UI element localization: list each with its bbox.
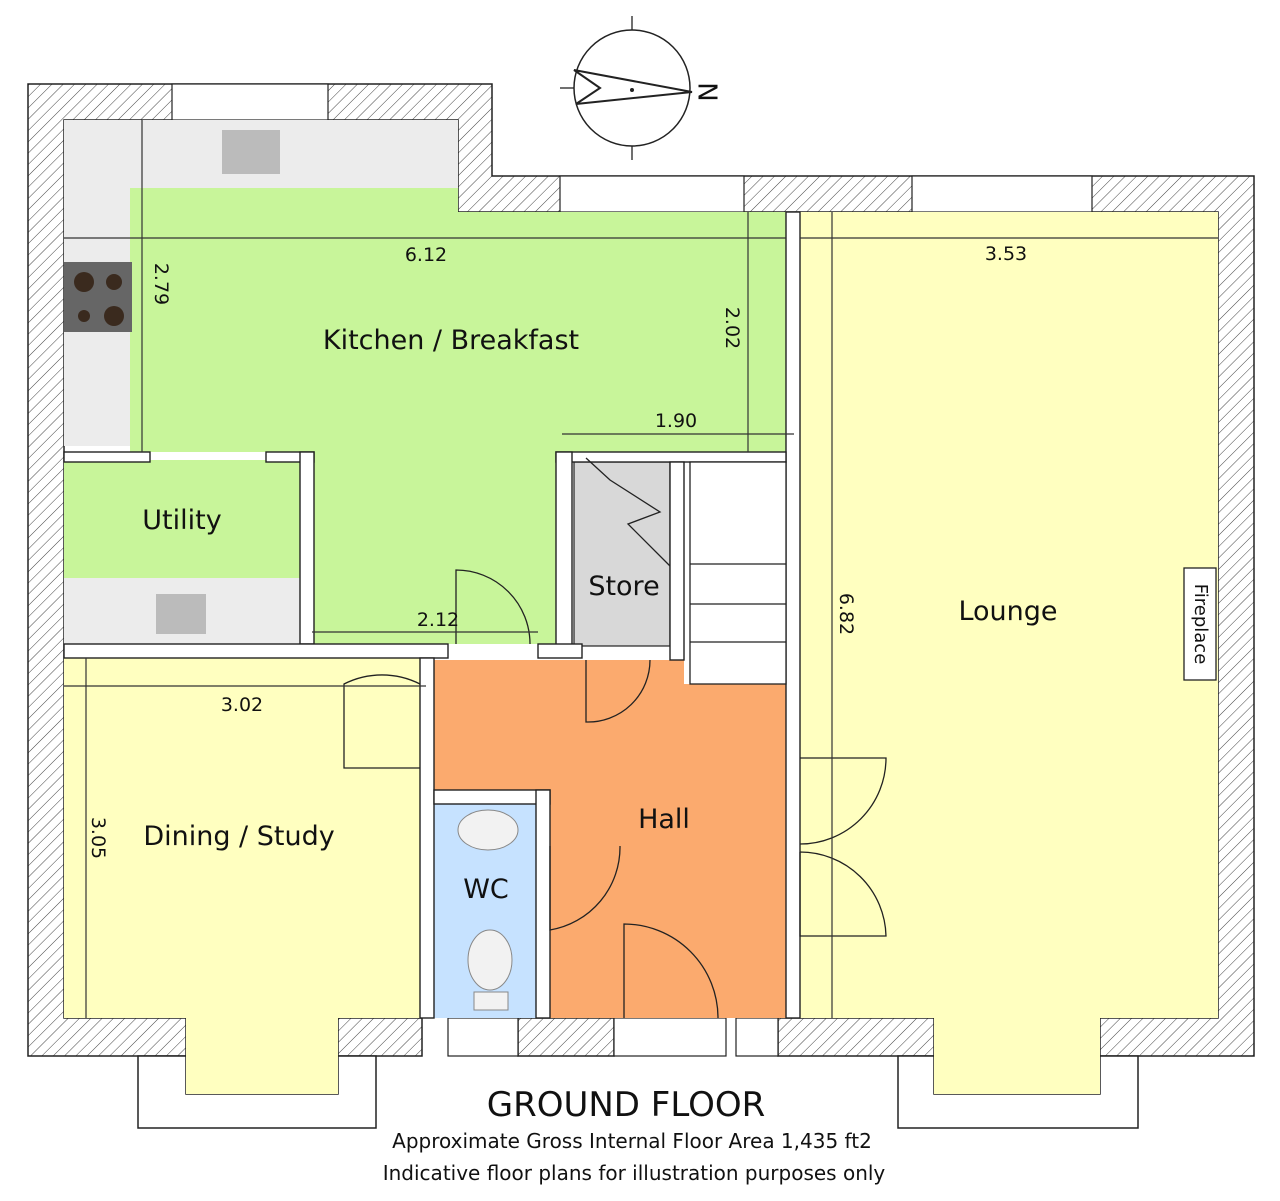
dining-bay-fill — [186, 1018, 338, 1094]
dining-area — [64, 658, 420, 1018]
dimension-lines — [64, 120, 1218, 1018]
room-labels: Kitchen / Breakfast Utility Store Lounge… — [142, 325, 1057, 905]
dim-lounge-width: 3.53 — [985, 243, 1027, 265]
dim-store-top: 1.90 — [655, 410, 697, 432]
disclaimer-text: Indicative floor plans for illustration … — [383, 1161, 886, 1185]
dimension-labels: 6.12 2.79 2.02 1.90 2.12 3.53 6.82 3.02 … — [87, 243, 1027, 859]
dim-lounge-depth: 6.82 — [835, 593, 857, 635]
dim-kitchen-depth: 2.79 — [150, 263, 172, 305]
lounge-area — [800, 212, 1218, 1018]
room-fills — [64, 120, 1218, 1094]
dim-kitchen-width: 6.12 — [405, 244, 447, 266]
dim-dining-width: 3.02 — [221, 694, 263, 716]
compass-label: N — [692, 82, 722, 101]
wc-basin-icon — [457, 809, 519, 851]
room-label-store: Store — [588, 571, 659, 602]
room-label-kitchen: Kitchen / Breakfast — [323, 325, 579, 356]
floor-area-text: Approximate Gross Internal Floor Area 1,… — [392, 1129, 872, 1153]
dim-kitchen-inner-depth: 2.02 — [721, 307, 743, 349]
interior-walls — [63, 211, 801, 1019]
room-label-wc: WC — [463, 874, 509, 905]
room-label-lounge: Lounge — [958, 596, 1057, 627]
compass-icon: N — [560, 16, 722, 160]
room-label-dining: Dining / Study — [143, 821, 334, 852]
floor-title: GROUND FLOOR — [487, 1085, 765, 1125]
footer: GROUND FLOOR Approximate Gross Internal … — [383, 1085, 886, 1185]
kitchen-area — [130, 188, 786, 644]
staircase — [585, 457, 787, 685]
fireplace: Fireplace — [1183, 567, 1217, 681]
store-area — [573, 461, 671, 647]
doors — [343, 569, 887, 1019]
lounge-bay-fill — [934, 1018, 1100, 1094]
fireplace-label: Fireplace — [1190, 584, 1211, 665]
dim-kitchen-bottom: 2.12 — [417, 609, 459, 631]
utility-area — [64, 460, 300, 578]
dim-dining-depth: 3.05 — [87, 817, 109, 859]
hall-area — [434, 660, 786, 1018]
sink-kitchen — [222, 130, 280, 174]
kitchen-worktop-top — [130, 120, 458, 188]
toilet-icon — [467, 929, 513, 991]
fixtures — [64, 130, 519, 1011]
room-label-utility: Utility — [142, 505, 221, 536]
sink-utility — [156, 594, 206, 634]
room-label-hall: Hall — [638, 804, 690, 835]
